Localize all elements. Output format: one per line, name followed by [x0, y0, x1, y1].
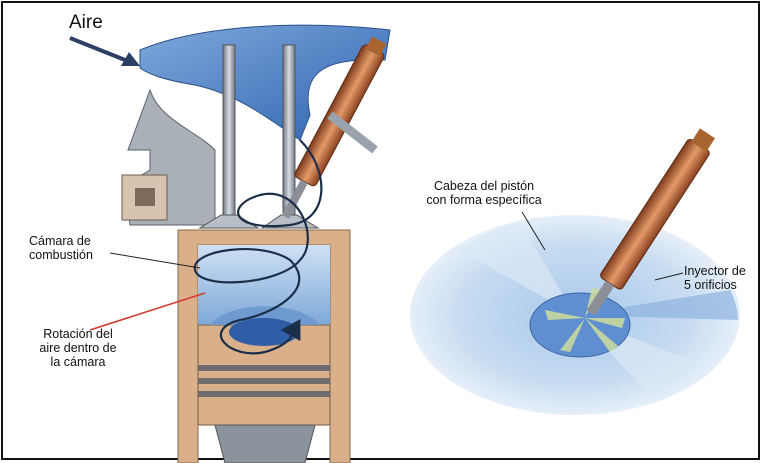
cabeza-label-line2: con forma específica	[414, 193, 554, 207]
piston	[198, 306, 330, 463]
rotacion-label: Rotación del aire dentro de la cámara	[35, 327, 121, 369]
inyector-label: Inyector de 5 orificios	[684, 264, 746, 292]
camara-label: Cámara de combustión	[29, 234, 93, 262]
rotacion-label-line1: Rotación del	[35, 327, 121, 341]
flange-slot	[135, 188, 155, 206]
camara-label-line2: combustión	[29, 248, 93, 262]
inyector-label-line2: 5 orificios	[684, 278, 746, 292]
inyector-label-line1: Inyector de	[684, 264, 746, 278]
rotacion-label-line2: aire dentro de	[35, 341, 121, 355]
rotacion-label-line3: la cámara	[35, 355, 121, 369]
camara-label-line1: Cámara de	[29, 234, 93, 248]
cabeza-label-line1: Cabeza del pistón	[414, 179, 554, 193]
cabeza-label: Cabeza del pistón con forma específica	[414, 179, 554, 207]
air-arrow-icon	[70, 38, 140, 66]
aire-label: Aire	[69, 13, 103, 33]
